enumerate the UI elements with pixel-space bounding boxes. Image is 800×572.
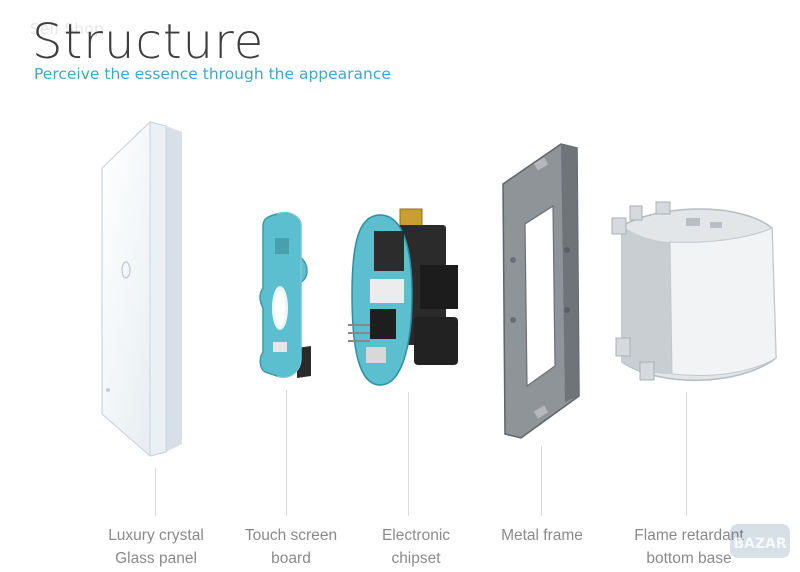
leader-line	[286, 390, 287, 516]
chipset-image	[348, 208, 458, 386]
leader-line	[686, 392, 687, 516]
component-label-chipset: Electronic chipset	[381, 527, 451, 567]
leader-line	[408, 392, 409, 516]
page-subtitle: Perceive the essence through the appeara…	[34, 65, 391, 83]
bazar-watermark-logo: BAZAR	[730, 524, 790, 558]
metal-frame-image	[502, 143, 580, 439]
component-label-glass-panel: Luxury crystal Glass panel	[108, 527, 204, 567]
leader-line	[541, 446, 542, 516]
leader-line	[155, 468, 156, 516]
component-label-bottom-base: Flame retardant bottom base	[634, 527, 744, 567]
watermark-text: Sell Shop	[30, 20, 105, 38]
touch-board-image	[259, 212, 311, 378]
bottom-base-image	[611, 201, 777, 381]
svg-text:BAZAR: BAZAR	[733, 536, 786, 552]
page-title: Structure	[32, 14, 265, 70]
glass-panel-image	[101, 121, 182, 457]
component-label-metal-frame: Metal frame	[501, 527, 583, 544]
component-label-touch-board: Touch screen board	[244, 527, 338, 567]
